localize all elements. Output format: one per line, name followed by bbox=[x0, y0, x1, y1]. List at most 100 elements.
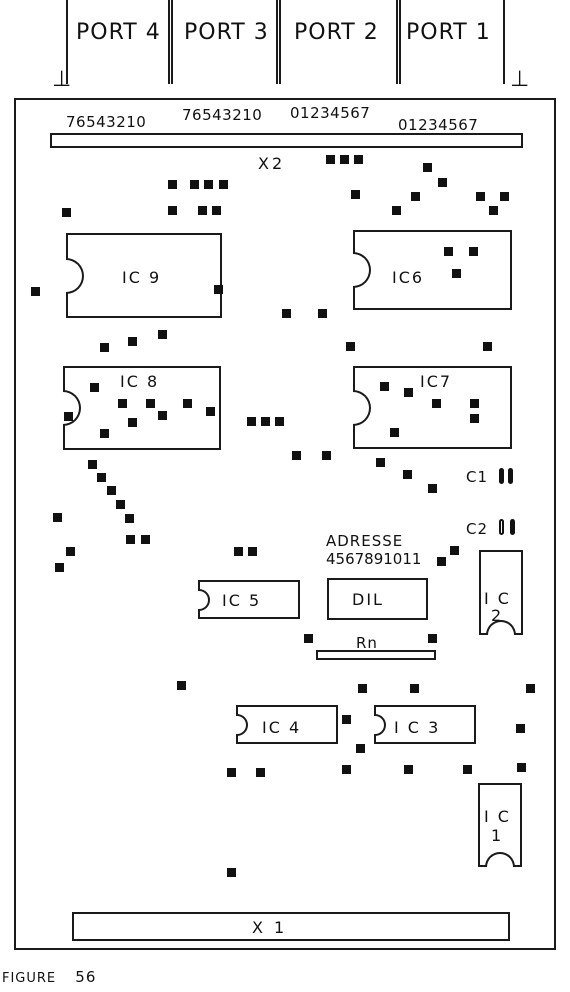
pin-row-port4: 76543210 bbox=[66, 113, 147, 131]
solder-pad bbox=[432, 399, 441, 408]
dil-label: DIL bbox=[352, 590, 384, 609]
solder-pad bbox=[476, 192, 485, 201]
solder-pad bbox=[526, 684, 535, 693]
solder-pad bbox=[55, 563, 64, 572]
pin-row-port2: 01234567 bbox=[290, 104, 371, 122]
solder-pad bbox=[470, 414, 479, 423]
solder-pad bbox=[107, 486, 116, 495]
solder-pad bbox=[376, 458, 385, 467]
solder-pad bbox=[128, 337, 137, 346]
solder-pad bbox=[168, 180, 177, 189]
c1-capacitor bbox=[499, 468, 504, 484]
solder-pad bbox=[227, 868, 236, 877]
solder-pad bbox=[342, 715, 351, 724]
solder-pad bbox=[248, 547, 257, 556]
solder-pad bbox=[100, 343, 109, 352]
ic2-number: 2 bbox=[491, 606, 504, 625]
solder-pad bbox=[204, 180, 213, 189]
solder-pad bbox=[403, 470, 412, 479]
port-divider bbox=[168, 0, 173, 84]
solder-pad bbox=[256, 768, 265, 777]
solder-pad bbox=[227, 768, 236, 777]
solder-pad bbox=[183, 399, 192, 408]
ic-notch bbox=[485, 852, 515, 867]
ic4-label: IC 4 bbox=[262, 718, 302, 737]
solder-pad bbox=[326, 155, 335, 164]
connector-x2-label: X2 bbox=[258, 154, 286, 173]
solder-pad bbox=[351, 190, 360, 199]
connector-x1 bbox=[72, 912, 510, 941]
solder-pad bbox=[206, 407, 215, 416]
solder-pad bbox=[342, 765, 351, 774]
port-3-label: PORT 3 bbox=[184, 20, 269, 45]
ic3-label: I C 3 bbox=[394, 718, 441, 737]
c2-capacitor bbox=[499, 519, 504, 535]
port-divider bbox=[66, 0, 68, 84]
solder-pad bbox=[380, 382, 389, 391]
adresse-label: ADRESSE bbox=[326, 532, 404, 550]
solder-pad bbox=[66, 547, 75, 556]
solder-pad bbox=[198, 206, 207, 215]
connector-x1-label: X 1 bbox=[252, 918, 288, 937]
solder-pad bbox=[340, 155, 349, 164]
solder-pad bbox=[489, 206, 498, 215]
solder-pad bbox=[483, 342, 492, 351]
ic1-label: I C bbox=[484, 807, 511, 826]
ic9-label: IC 9 bbox=[122, 268, 162, 287]
ic8 bbox=[63, 366, 221, 450]
left-tee-icon: ⊥ bbox=[52, 67, 72, 92]
solder-pad bbox=[261, 417, 270, 426]
solder-pad bbox=[452, 269, 461, 278]
ic6-label: IC6 bbox=[392, 268, 425, 287]
solder-pad bbox=[118, 399, 127, 408]
solder-pad bbox=[31, 287, 40, 296]
solder-pad bbox=[469, 247, 478, 256]
solder-pad bbox=[88, 460, 97, 469]
ic2-label: I C bbox=[484, 589, 511, 608]
ic-notch bbox=[66, 257, 84, 294]
port-divider bbox=[396, 0, 401, 84]
solder-pad bbox=[450, 546, 459, 555]
figure-caption-label: FIGURE bbox=[2, 971, 57, 986]
solder-pad bbox=[322, 451, 331, 460]
solder-pad bbox=[428, 484, 437, 493]
solder-pad bbox=[356, 744, 365, 753]
solder-pad bbox=[517, 763, 526, 772]
figure-caption-number: 56 bbox=[75, 968, 97, 986]
solder-pad bbox=[463, 765, 472, 774]
solder-pad bbox=[292, 451, 301, 460]
pin-row-port3: 76543210 bbox=[182, 106, 263, 124]
solder-pad bbox=[126, 535, 135, 544]
ic-notch bbox=[353, 389, 371, 426]
solder-pad bbox=[500, 192, 509, 201]
solder-pad bbox=[128, 418, 137, 427]
port-4-label: PORT 4 bbox=[76, 20, 161, 45]
port-1-label: PORT 1 bbox=[406, 20, 491, 45]
solder-pad bbox=[247, 417, 256, 426]
ic6 bbox=[353, 230, 512, 310]
port-divider bbox=[503, 0, 505, 84]
c1-label: C1 bbox=[466, 468, 489, 486]
ic1-number: 1 bbox=[491, 826, 504, 845]
ic3 bbox=[374, 705, 476, 744]
solder-pad bbox=[282, 309, 291, 318]
solder-pad bbox=[318, 309, 327, 318]
solder-pad bbox=[437, 557, 446, 566]
ic8-label: IC 8 bbox=[120, 372, 160, 391]
solder-pad bbox=[411, 192, 420, 201]
solder-pad bbox=[354, 155, 363, 164]
right-tee-icon: ⊥ bbox=[510, 67, 530, 92]
solder-pad bbox=[214, 285, 223, 294]
solder-pad bbox=[275, 417, 284, 426]
solder-pad bbox=[404, 388, 413, 397]
solder-pad bbox=[392, 206, 401, 215]
ic5 bbox=[198, 580, 300, 619]
solder-pad bbox=[100, 429, 109, 438]
solder-pad bbox=[423, 163, 432, 172]
solder-pad bbox=[97, 473, 106, 482]
solder-pad bbox=[438, 178, 447, 187]
solder-pad bbox=[390, 428, 399, 437]
pin-row-port1: 01234567 bbox=[398, 116, 479, 134]
solder-pad bbox=[158, 411, 167, 420]
ic1 bbox=[478, 783, 522, 867]
